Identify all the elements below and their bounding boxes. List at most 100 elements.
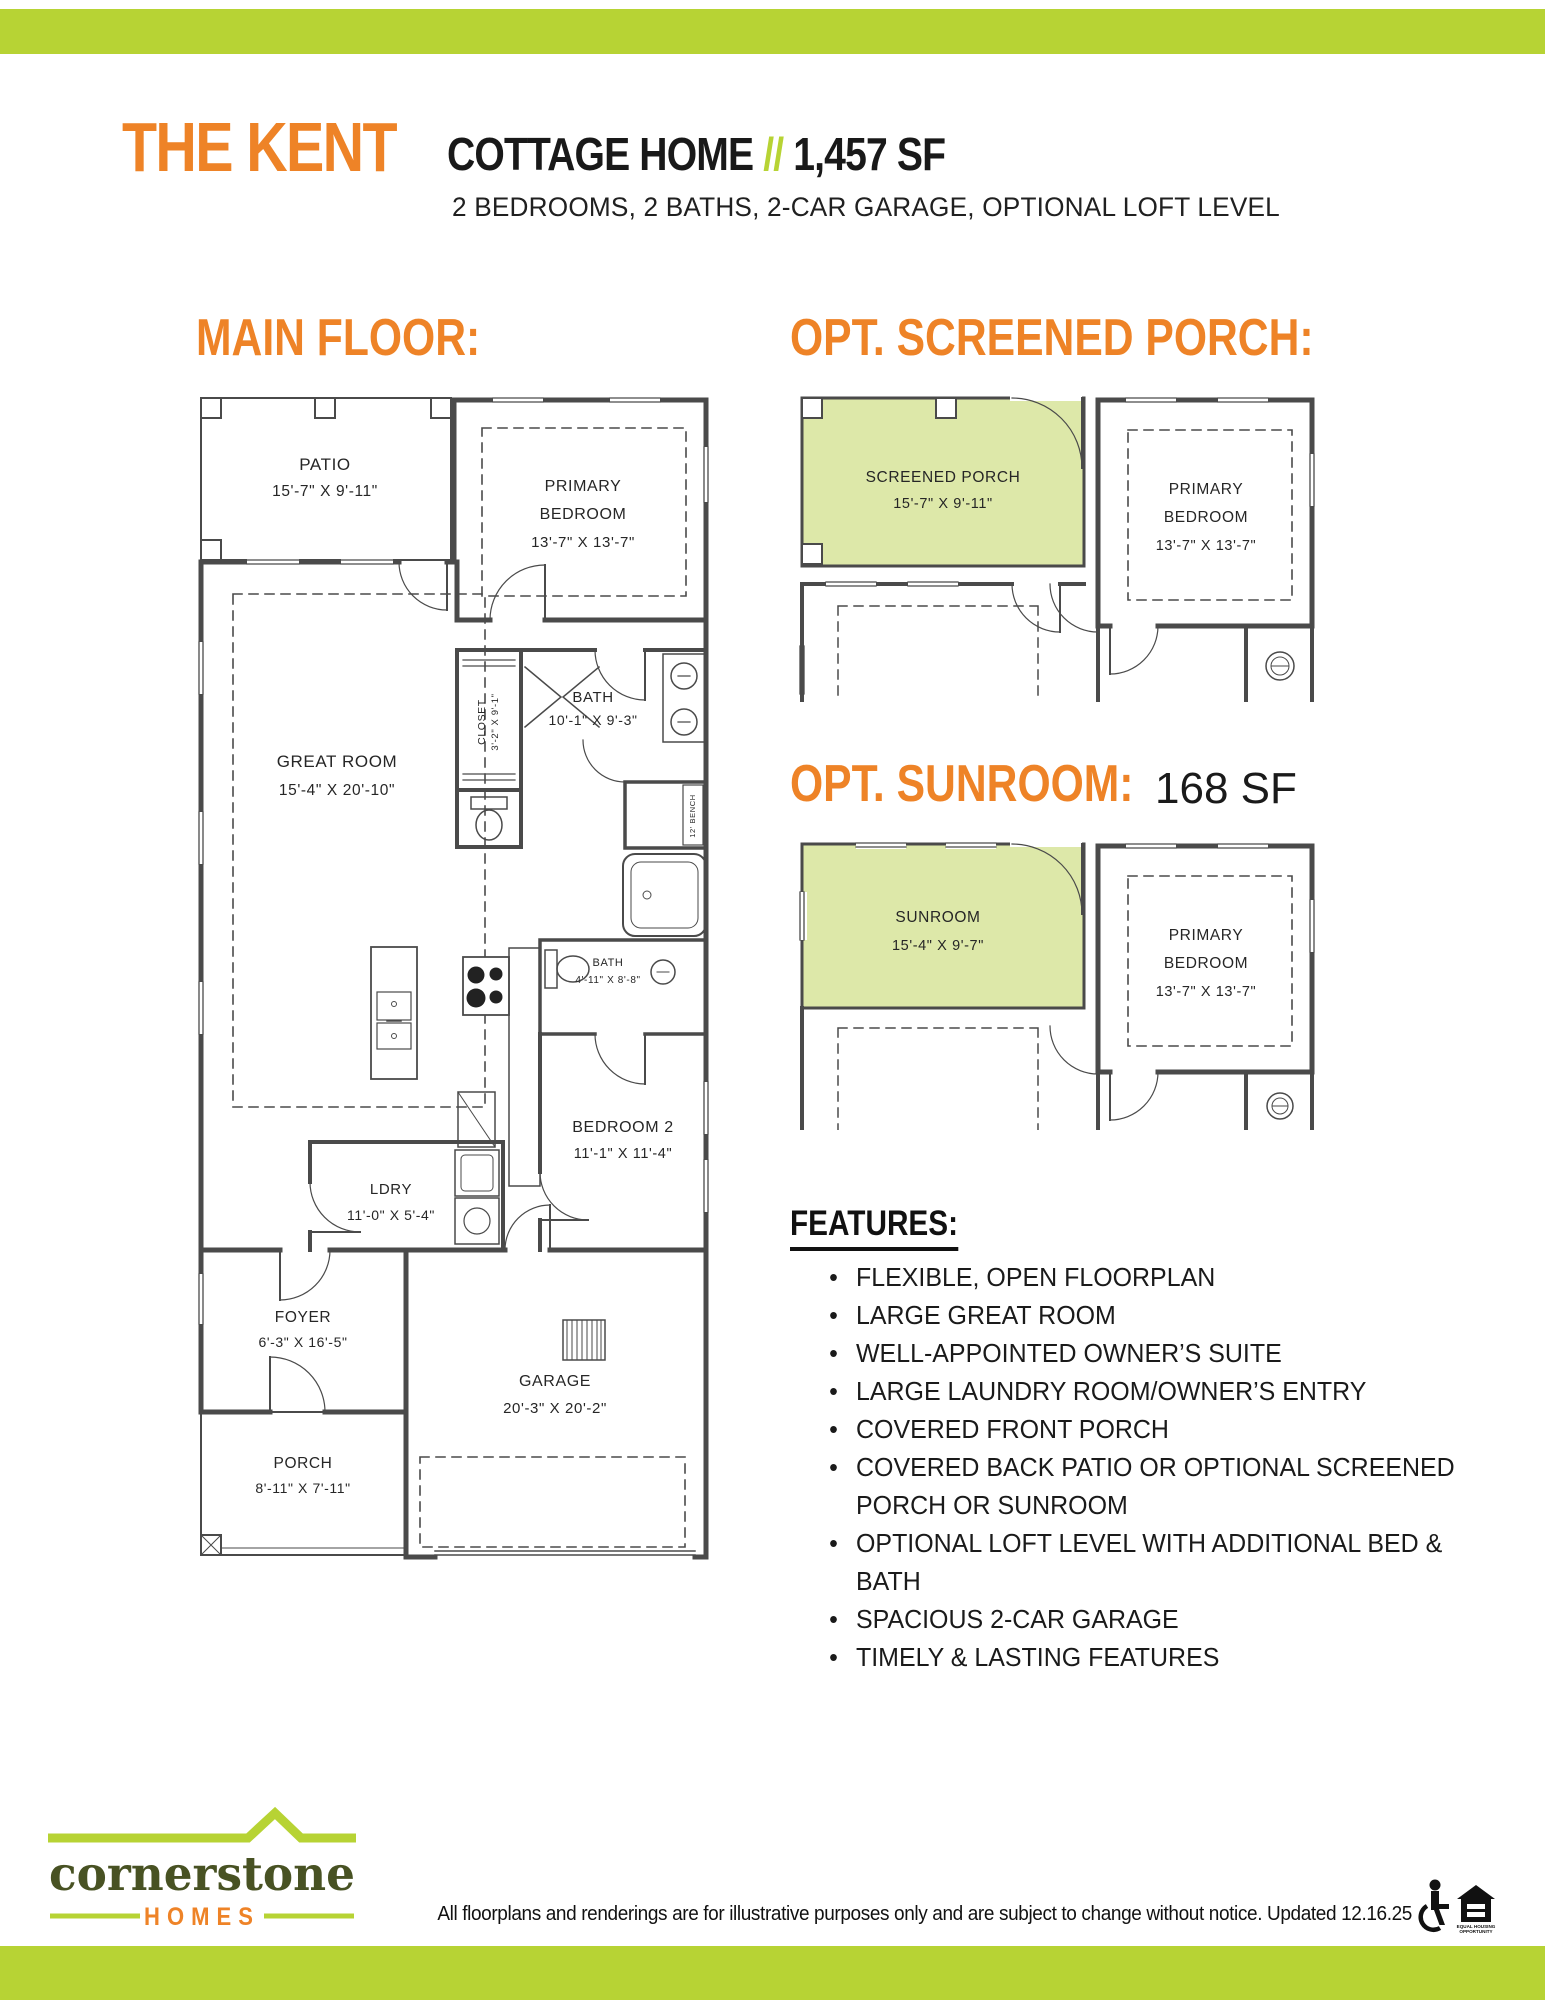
sunroom-plan-walls: [798, 840, 1317, 1130]
bath-door: [594, 649, 646, 701]
main-floor-heading: MAIN FLOOR:: [196, 309, 481, 367]
primary-bedroom-door: [489, 564, 546, 621]
primary-bedroom-label-2: BEDROOM: [540, 506, 627, 523]
feature-item: TIMELY & LASTING FEATURES: [808, 1638, 1480, 1676]
bath-label: BATH: [572, 689, 613, 706]
sunroom-area: [800, 842, 1086, 1010]
great-room-label: GREAT ROOM: [277, 752, 398, 771]
features-heading: FEATURES:: [790, 1206, 959, 1251]
sunroom-label: SUNROOM: [895, 909, 980, 926]
feature-item: SPACIOUS 2-CAR GARAGE: [808, 1600, 1480, 1638]
feature-item: COVERED FRONT PORCH: [808, 1410, 1480, 1448]
equal-housing-house: [1457, 1885, 1495, 1922]
bedroom-door: [1109, 625, 1159, 675]
left-wall-windows: [196, 641, 206, 1325]
primary-bedroom-dims: 13'-7" X 13'-7": [1156, 984, 1257, 1000]
kitchen-island: [370, 946, 418, 1080]
sunroom-plan: SUNROOM 15'-4" X 9'-7" PRIMARY BEDROOM 1…: [798, 840, 1317, 1130]
patio-outline: [200, 397, 452, 561]
features-list: FLEXIBLE, OPEN FLOORPLAN LARGE GREAT ROO…: [808, 1258, 1480, 1676]
porch-dims: 8'-11" X 7'-11": [255, 1480, 350, 1496]
garage-label: GARAGE: [519, 1373, 591, 1390]
shower-with-bench: [582, 739, 704, 846]
great-room-dashed-partial: [837, 605, 1039, 702]
primary-bedroom-walls: [451, 395, 710, 623]
bath2-door: [594, 1033, 646, 1085]
bedroom-door: [1109, 1071, 1159, 1121]
kitchen-counter: [508, 947, 541, 1187]
pantry-cabinet: [457, 1091, 496, 1148]
closet-label: CLOSET: [476, 699, 488, 745]
slash-separator: //: [763, 128, 784, 180]
great-room-dashed: [232, 593, 486, 1108]
equal-housing-text-2: OPPORTUNITY: [1459, 1929, 1492, 1934]
hall-door: [1049, 1025, 1099, 1075]
equal-housing-text-1: EQUAL HOUSING: [1457, 1924, 1496, 1929]
main-plan-walls: [196, 395, 710, 1560]
sunroom-windows: [798, 840, 997, 941]
primary-bedroom-label-2: BEDROOM: [1164, 509, 1248, 526]
bath-partial: [1096, 1070, 1314, 1130]
disclaimer-text: All floorplans and renderings are for il…: [437, 1903, 1412, 1925]
sunroom-door: [1010, 840, 1083, 915]
bath2-fixtures: [544, 949, 676, 989]
bath-partial: [1096, 624, 1314, 702]
hall-door: [1049, 583, 1099, 633]
laundry-walls: [308, 1140, 505, 1252]
primary-bedroom-label-2: BEDROOM: [1164, 955, 1248, 972]
primary-bedroom-label-1: PRIMARY: [545, 478, 622, 495]
house-wall-windows: [825, 579, 959, 589]
logo-roofline: [48, 1806, 356, 1843]
double-sink-vanity: [662, 653, 707, 743]
plan-title: THE KENT: [122, 108, 398, 186]
sunroom-sqft: 168 SF: [1155, 764, 1297, 813]
porch-door: [1010, 394, 1083, 469]
feature-item: LARGE GREAT ROOM: [808, 1296, 1480, 1334]
porch-label: PORCH: [274, 1455, 333, 1472]
feature-item: LARGE LAUNDRY ROOM/OWNER’S ENTRY: [808, 1372, 1480, 1410]
bottom-green-bar: [0, 1946, 1545, 2000]
screened-porch-heading: OPT. SCREENED PORCH:: [790, 309, 1314, 367]
foyer-dims: 6'-3" X 16'-5": [258, 1334, 347, 1350]
laundry-label: LDRY: [370, 1181, 412, 1198]
feature-item: OPTIONAL LOFT LEVEL WITH ADDITIONAL BED …: [808, 1524, 1480, 1600]
bathtub: [622, 853, 707, 937]
toilet: [470, 796, 508, 841]
home-type: COTTAGE HOME: [447, 128, 754, 180]
garage-dims: 20'-3" X 20'-2": [503, 1400, 607, 1417]
great-room-dashed-partial: [837, 1027, 1039, 1130]
primary-bedroom-dims: 13'-7" X 13'-7": [531, 534, 635, 551]
patio-door: [398, 561, 448, 611]
laundry-dims: 11'-0" X 5'-4": [347, 1207, 435, 1223]
front-porch-outline: [200, 1411, 407, 1556]
main-floor-plan: PATIO 15'-7" X 9'-11" PRIMARY BEDROOM 13…: [196, 395, 710, 1560]
foyer-hall-door: [279, 1249, 331, 1301]
screened-porch-area: [800, 396, 1086, 568]
closet-dims: 3'-2" X 9'-1": [490, 693, 501, 750]
equal-housing-icon: EQUAL HOUSING OPPORTUNITY: [1457, 1885, 1496, 1934]
window-marks: [246, 557, 394, 567]
patio-dims: 15'-7" X 9'-11": [272, 483, 378, 500]
accessibility-icon: [1418, 1879, 1449, 1932]
cornerstone-homes-logo: cornerstone HOMES: [48, 1806, 356, 1931]
screened-porch-plan: SCREENED PORCH 15'-7" X 9'-11" PRIMARY B…: [799, 394, 1317, 702]
square-footage: 1,457 SF: [793, 128, 946, 180]
plan-description: 2 BEDROOMS, 2 BATHS, 2-CAR GARAGE, OPTIO…: [452, 192, 1280, 222]
primary-bedroom-dims: 13'-7" X 13'-7": [1156, 538, 1257, 554]
bench-label: 12' BENCH: [688, 794, 697, 838]
bedroom2-label: BEDROOM 2: [572, 1119, 673, 1136]
sunroom-heading: OPT. SUNROOM:: [790, 755, 1134, 813]
plan-subtitle-line: COTTAGE HOME // 1,457 SF: [447, 128, 946, 180]
feature-item: WELL-APPOINTED OWNER’S SUITE: [808, 1334, 1480, 1372]
patio-label: PATIO: [299, 455, 351, 474]
logo-primary-text: cornerstone: [49, 1847, 355, 1902]
foyer-label: FOYER: [275, 1309, 331, 1326]
logo-secondary-text: HOMES: [144, 1903, 260, 1931]
primary-bedroom-label-1: PRIMARY: [1169, 481, 1244, 498]
stove: [462, 956, 510, 1016]
bath2-dims: 4'-11" X 8'-8": [575, 975, 640, 986]
primary-bedroom-label-1: PRIMARY: [1169, 927, 1244, 944]
back-door: [1011, 583, 1061, 633]
garage-entry-door: [504, 1204, 551, 1251]
